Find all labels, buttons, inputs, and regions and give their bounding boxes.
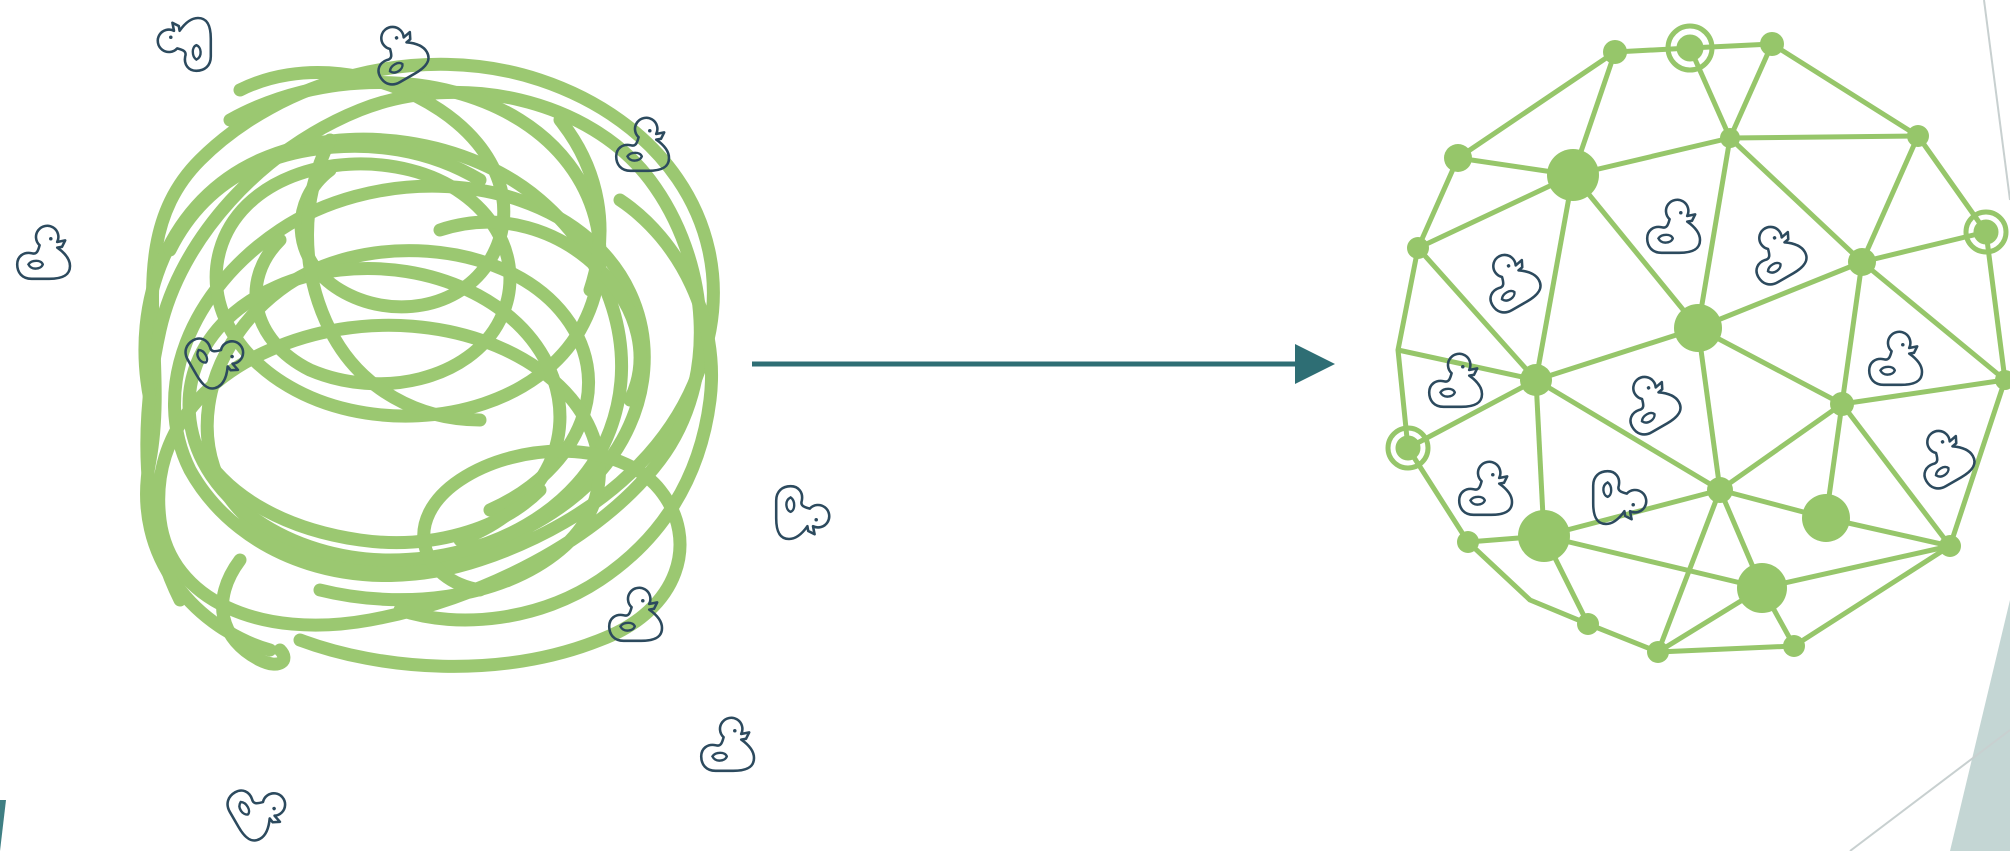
right-arrow [752,344,1335,384]
network-nodes [1407,32,2010,663]
duck-icon [1737,215,1813,291]
duck-icon [1645,198,1702,255]
tangled-scribble [138,57,720,673]
duck-icon [1591,469,1648,526]
duck-icon [221,771,297,847]
duck-icon [1611,365,1687,441]
duck-icon [1471,243,1547,319]
duck-icon [699,716,756,773]
duck-icon [15,224,72,281]
duck-icon [1867,330,1924,387]
duck-icon [1457,460,1514,517]
network-ring-nodes [1385,23,2009,471]
duck-icon [774,484,831,541]
duck-icon [1905,419,1981,495]
duck-icon [156,16,213,73]
